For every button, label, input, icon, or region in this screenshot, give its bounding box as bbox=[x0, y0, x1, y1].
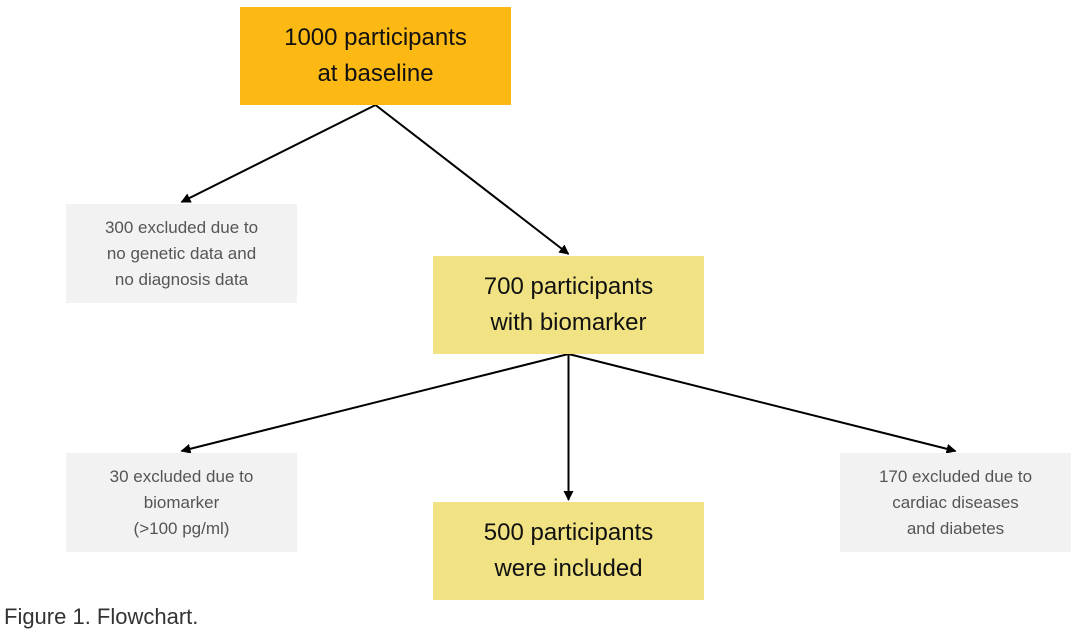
arrow-biomarker-to-excluded_biomarker bbox=[180, 353, 569, 454]
node-text-line: 1000 participants bbox=[284, 24, 467, 51]
node-text-line: at baseline bbox=[317, 60, 434, 87]
node-text-line: no genetic data and bbox=[106, 243, 257, 263]
node-text-line: 300 excluded due to bbox=[104, 217, 259, 237]
node-text-line: 500 participants bbox=[483, 519, 654, 546]
excluded-genetic-node: 300 excluded due to no genetic data and … bbox=[66, 204, 297, 303]
excluded-cardiac-node: 170 excluded due to cardiac diseases and… bbox=[840, 453, 1071, 552]
excluded-biomarker-node: 30 excluded due to biomarker (>100 pg/ml… bbox=[66, 453, 297, 552]
arrow-biomarker-to-excluded_cardiac bbox=[568, 353, 957, 454]
arrow-baseline-to-excluded_genetic bbox=[180, 104, 376, 203]
baseline-node: 1000 participants at baseline bbox=[240, 7, 511, 105]
node-text-line: biomarker bbox=[143, 492, 220, 512]
node-text-line: 700 participants bbox=[483, 273, 654, 300]
node-text-line: were included bbox=[494, 555, 643, 582]
arrow-baseline-to-biomarker bbox=[374, 104, 570, 255]
node-text-line: (>100 pg/ml) bbox=[133, 518, 230, 538]
biomarker-node: 700 participants with biomarker bbox=[433, 256, 704, 354]
node-text-line: 30 excluded due to bbox=[109, 466, 254, 486]
node-text-line: and diabetes bbox=[906, 518, 1005, 538]
figure-caption: Figure 1. Flowchart. bbox=[4, 604, 199, 629]
node-text-line: no diagnosis data bbox=[114, 269, 249, 289]
node-text-line: cardiac diseases bbox=[892, 492, 1019, 512]
included-node: 500 participants were included bbox=[433, 502, 704, 600]
node-text-line: with biomarker bbox=[490, 309, 647, 336]
node-text-line: 170 excluded due to bbox=[878, 466, 1033, 486]
